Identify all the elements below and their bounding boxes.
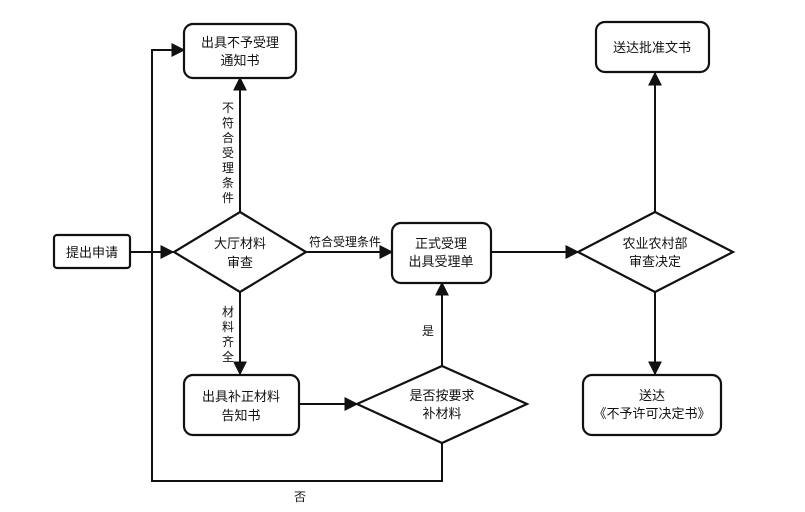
supplement-notice-label-2: 告知书 (221, 408, 260, 424)
nodes (52, 20, 736, 445)
apply-label: 提出申请 (66, 245, 118, 261)
label-not-meet: 不符合受理条件 (222, 101, 234, 205)
label-complete: 材料齐全 (222, 305, 234, 364)
label-no: 否 (294, 490, 306, 504)
node-supplement-check (354, 364, 530, 445)
supplement-notice-label-1: 出具补正材料 (202, 390, 280, 405)
accept-label-2: 出具受理单 (408, 255, 473, 270)
hall-review-label-1: 大厅材料 (214, 237, 266, 252)
ministry-decision-label-2: 审查决定 (629, 255, 681, 270)
label-meet: 符合受理条件 (309, 234, 381, 249)
node-labels: 提出申请 大厅材料 审查 出具不予受理 通知书 正式受理 出具受理单 出具补正材… (66, 36, 711, 424)
ministry-decision-label-1: 农业农村部 (622, 237, 687, 252)
edge-check-to-reject (151, 43, 443, 482)
node-ministry-decision (575, 210, 736, 294)
denial-doc-label-1: 送达 (639, 389, 665, 404)
supplement-check-label-2: 补材料 (422, 407, 461, 422)
node-apply (52, 233, 132, 270)
node-supplement-notice (182, 373, 301, 437)
edges (130, 43, 662, 482)
node-approval-doc (594, 20, 711, 74)
reject-notice-label-2: 通知书 (220, 53, 259, 69)
denial-doc-label-2: 《不予许可决定书》 (593, 407, 710, 422)
edge-labels: 不符合受理条件 符合受理条件 材料齐全 是 否 (222, 101, 434, 504)
supplement-check-label-1: 是否按要求 (409, 389, 474, 404)
approval-doc-label: 送达批准文书 (613, 41, 691, 56)
accept-label-1: 正式受理 (415, 237, 467, 252)
node-reject-notice (182, 22, 298, 80)
reject-notice-label-1: 出具不予受理 (201, 36, 279, 51)
label-yes: 是 (422, 324, 434, 338)
hall-review-label-2: 审查 (227, 256, 253, 271)
node-hall-review (171, 210, 309, 294)
node-accept (390, 221, 493, 285)
node-denial-doc (581, 373, 723, 437)
